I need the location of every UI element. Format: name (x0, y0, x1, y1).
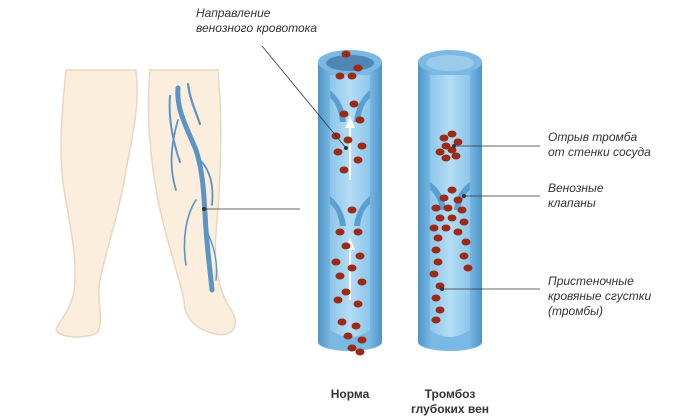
vessel-normal (261, 45, 382, 356)
flow-leader-dot (344, 146, 348, 150)
leg-leader-dot (202, 207, 206, 211)
leg-affected (147, 69, 300, 336)
valve-normal-left-2 (330, 196, 346, 226)
label-valves: Венозные клапаны (548, 181, 604, 210)
valve-dvt-left (430, 182, 446, 210)
blood-cells-normal (331, 50, 367, 356)
vessel-thrombosis (418, 50, 540, 351)
flow-leader-line (261, 45, 347, 149)
label-wall-clots: Пристеночные кровяные сгустки (тромбы) (548, 274, 652, 318)
label-normal: Норма (330, 387, 370, 401)
valve-normal-right-2 (354, 196, 370, 226)
valve-normal-right (354, 90, 370, 122)
clot-leader-dot (440, 287, 444, 291)
label-dvt: Тромбоз глубоких вен (410, 387, 490, 416)
valve-leader-dot (462, 194, 466, 198)
detached-clot (435, 130, 463, 162)
leg-normal (55, 69, 138, 338)
label-clot-detach: Отрыв тромба от стенки сосуда (548, 130, 651, 159)
vein-network (168, 82, 218, 293)
detach-leader-dot (452, 144, 456, 148)
label-flow-direction: Направление венозного кровотока (196, 6, 318, 35)
flow-arrow-upper (345, 116, 355, 180)
